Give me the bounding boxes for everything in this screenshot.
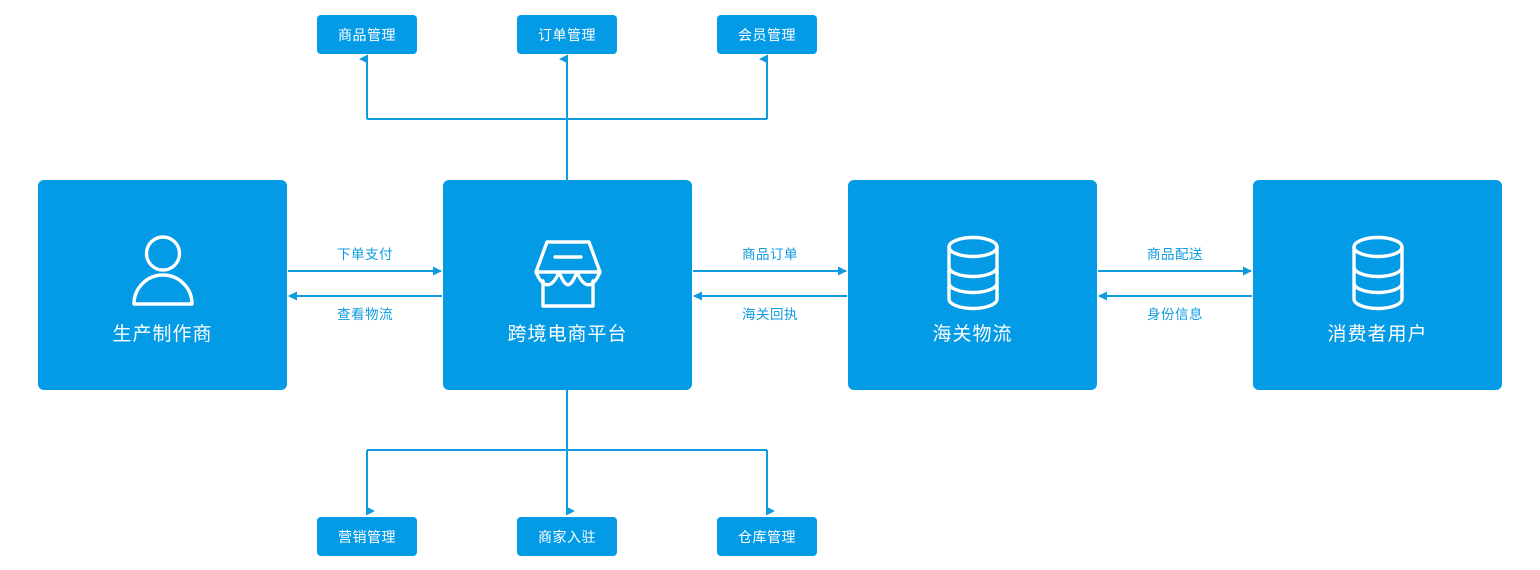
database-icon	[946, 235, 999, 310]
edge-label-identity-info: 身份信息	[1147, 307, 1203, 322]
module-chip-merchant-entry[interactable]: 商家入驻	[517, 517, 617, 556]
node-customs[interactable]: 海关物流	[848, 180, 1097, 390]
node-label: 生产制作商	[112, 323, 213, 345]
module-chip-label: 订单管理	[538, 26, 596, 43]
module-chip-warehouse-mgmt[interactable]: 仓库管理	[717, 517, 817, 556]
module-chip-label: 营销管理	[338, 528, 396, 545]
node-label: 消费者用户	[1327, 323, 1428, 345]
module-chip-member-mgmt[interactable]: 会员管理	[717, 15, 817, 54]
module-chip-label: 商家入驻	[538, 528, 596, 545]
node-platform[interactable]: 跨境电商平台	[443, 180, 692, 390]
module-chip-label: 会员管理	[738, 26, 796, 43]
node-label: 海关物流	[932, 323, 1013, 345]
database-icon	[1351, 235, 1404, 310]
node-label: 跨境电商平台	[507, 323, 628, 345]
store-icon	[533, 239, 602, 308]
module-chip-label: 仓库管理	[738, 528, 796, 545]
edge-label-track-logistics: 查看物流	[337, 307, 393, 322]
module-chip-label: 商品管理	[338, 26, 396, 43]
node-consumer[interactable]: 消费者用户	[1253, 180, 1502, 390]
edge-label-goods-delivery: 商品配送	[1147, 247, 1203, 262]
edge-label-order-and-pay: 下单支付	[337, 247, 393, 262]
module-chip-order-mgmt[interactable]: 订单管理	[517, 15, 617, 54]
module-chip-marketing-mgmt[interactable]: 营销管理	[317, 517, 417, 556]
module-chip-goods-mgmt[interactable]: 商品管理	[317, 15, 417, 54]
edge-label-customs-receipt: 海关回执	[742, 307, 798, 322]
node-producer[interactable]: 生产制作商	[38, 180, 287, 390]
edge-label-goods-order: 商品订单	[742, 247, 798, 262]
person-icon	[131, 234, 194, 306]
